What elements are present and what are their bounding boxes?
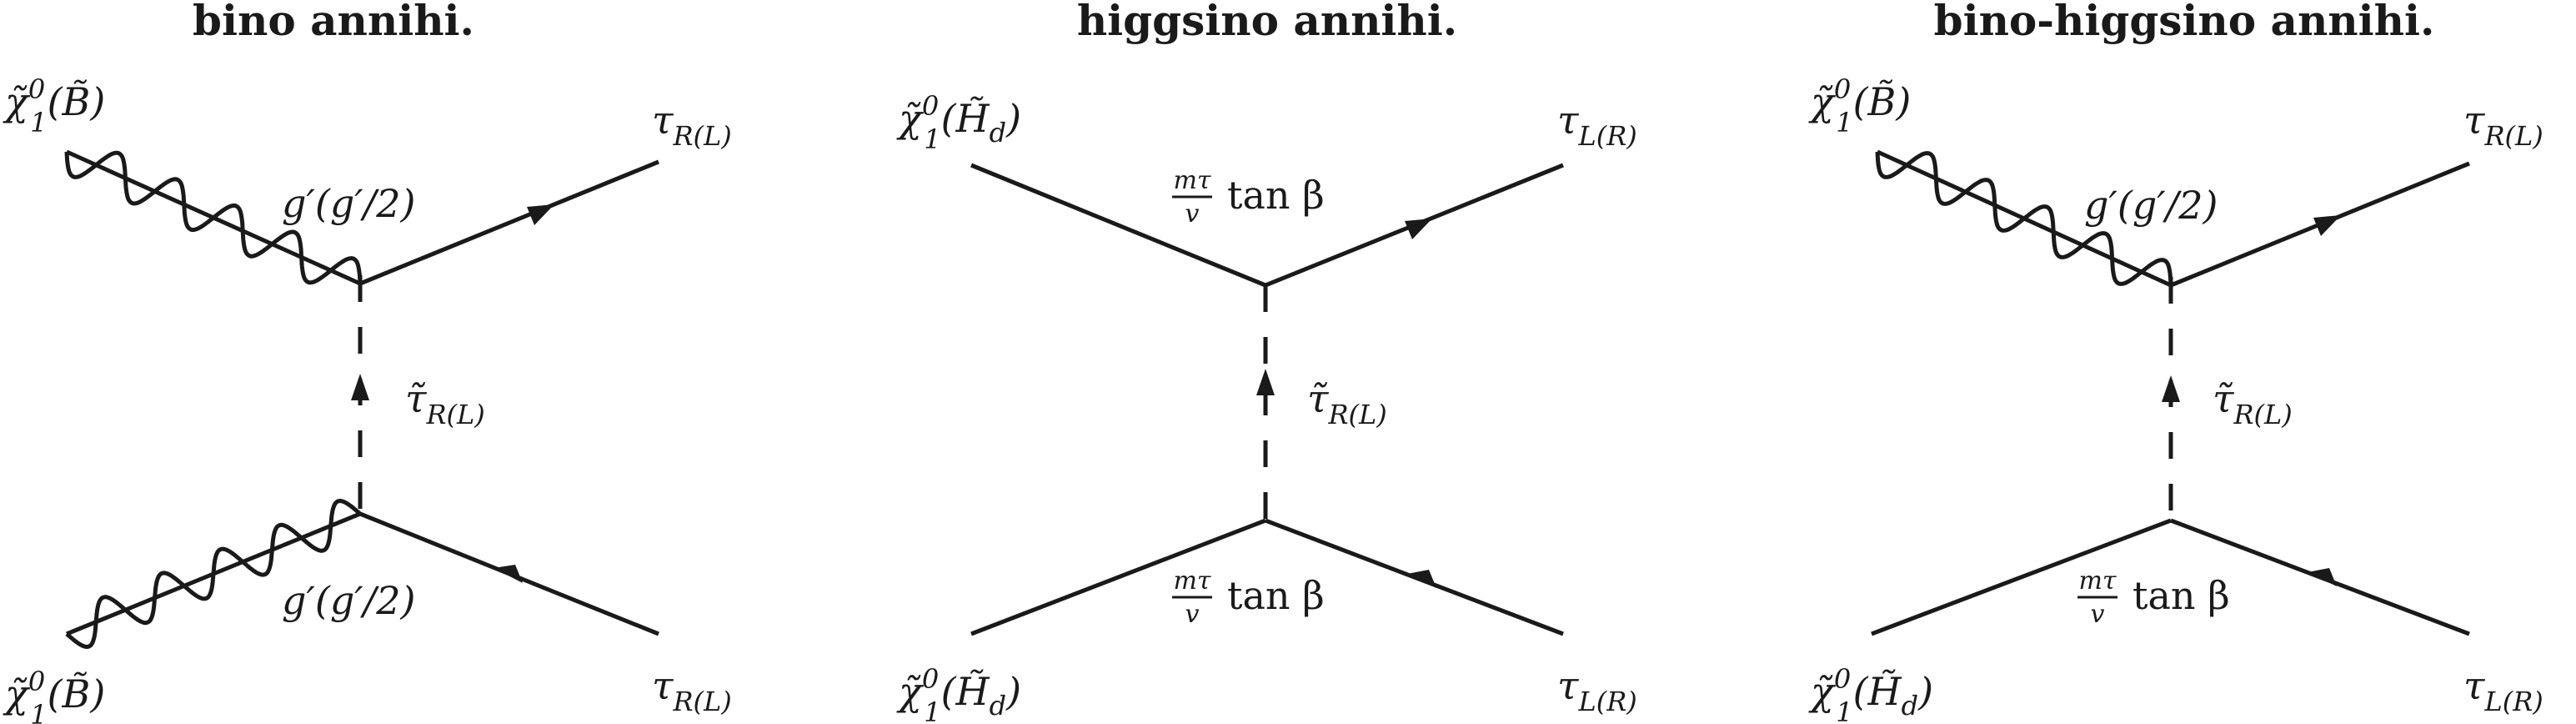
coupling-numerator: mτ [1173, 166, 1210, 195]
incoming-bottom-line [1871, 518, 2172, 636]
propagator-arrow [351, 374, 369, 400]
outgoing-bottom-arrow [2308, 568, 2337, 586]
vertex-top-coupling: g′(g′/2) [2084, 183, 2218, 228]
outgoing-top-label: τL(R) [1557, 98, 1637, 152]
propagator-label: τ̃R(L) [2213, 376, 2293, 430]
coupling-tan-beta: tan β [1227, 573, 1325, 618]
coupling-tan-beta: tan β [2132, 573, 2230, 618]
propagator-label: τ̃R(L) [1307, 376, 1387, 430]
bino-wavy-top [1875, 151, 2173, 286]
outgoing-top-label: τR(L) [652, 98, 732, 152]
propagator-label: τ̃R(L) [405, 376, 485, 430]
outgoing-bottom-label: τR(L) [652, 663, 732, 717]
outgoing-bottom-arrow [494, 565, 523, 583]
coupling-denominator: v [1185, 600, 1200, 629]
bino-wavy-bottom [65, 498, 362, 650]
propagator-arrow [1256, 369, 1275, 395]
vertex-top-coupling: mτ v tan β [1172, 166, 1325, 229]
propagator-arrow [2162, 375, 2180, 402]
outgoing-bottom-label: τL(R) [2463, 663, 2543, 717]
vertex-bottom-coupling: mτ v tan β [2077, 566, 2230, 629]
outgoing-top-arrow [527, 204, 554, 225]
outgoing-top-line [359, 159, 659, 286]
panel-title: higgsino annihi. [1077, 0, 1457, 45]
incoming-bottom-line [970, 518, 1266, 636]
panel-title: bino annihi. [193, 0, 474, 45]
vertex-bottom-coupling: mτ v tan β [1172, 566, 1325, 629]
outgoing-bottom-arrow [1407, 570, 1436, 588]
vertex-bottom-coupling: g′(g′/2) [282, 578, 415, 623]
coupling-denominator: v [1185, 199, 1200, 229]
coupling-tan-beta: tan β [1227, 173, 1325, 218]
outgoing-top-label: τR(L) [2463, 98, 2543, 152]
coupling-denominator: v [2091, 600, 2105, 629]
vertex-top-coupling: g′(g′/2) [282, 181, 415, 226]
incoming-top-line [970, 163, 1266, 288]
outgoing-top-arrow [1405, 219, 1432, 239]
coupling-numerator: mτ [2078, 566, 2116, 596]
panel-title: bino-higgsino annihi. [1934, 0, 2435, 45]
outgoing-top-arrow [2313, 215, 2341, 236]
bino-wavy-top [64, 150, 363, 285]
coupling-numerator: mτ [1173, 566, 1210, 596]
outgoing-bottom-label: τL(R) [1557, 663, 1637, 717]
